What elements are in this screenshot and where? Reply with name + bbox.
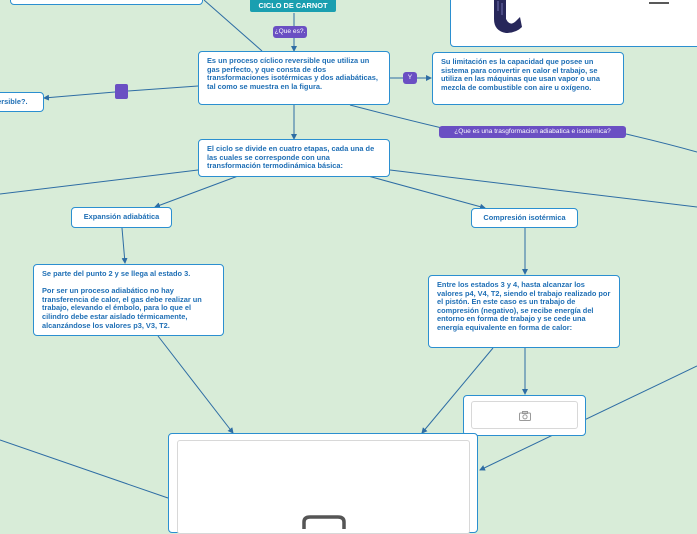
- cycle-image-frame: [177, 440, 470, 534]
- connector-chip[interactable]: [115, 84, 128, 99]
- cycle-image-node[interactable]: [168, 433, 478, 534]
- image-icon: [494, 0, 522, 33]
- adiabatic-expansion-node[interactable]: Expansión adiabática: [71, 207, 172, 228]
- connector-lines: [0, 0, 697, 499]
- reversible-node[interactable]: versible?.: [0, 92, 44, 112]
- isothermal-compression-node[interactable]: Compresión isotérmica: [471, 208, 578, 228]
- label-y[interactable]: Y: [403, 72, 417, 84]
- label-question[interactable]: ¿Que es una trasgformacion adiabatica e …: [439, 126, 626, 138]
- link-etapas-compresion: [367, 175, 486, 210]
- definition-node[interactable]: Es un proceso cíclico reversible que uti…: [198, 51, 390, 105]
- link-topleft-definicion: [203, 0, 263, 52]
- link-definicion-chip: [127, 85, 199, 92]
- link-definicion-pregunta: [349, 104, 443, 129]
- top-left-node[interactable]: [10, 0, 203, 5]
- image-placeholder-frame: [471, 401, 578, 429]
- stages-node[interactable]: El ciclo se divide en cuatro etapas, cad…: [198, 139, 390, 177]
- link-right-image: [479, 365, 697, 471]
- link-pregunta-right: [625, 133, 697, 153]
- link-expdet-image: [157, 335, 234, 434]
- limitation-node[interactable]: Su limitación es la capacidad que posee …: [432, 52, 624, 105]
- expansion-detail-node[interactable]: Se parte del punto 2 y se llega al estad…: [33, 264, 224, 336]
- scale-icon: [649, 2, 669, 4]
- image-icon: [302, 515, 346, 529]
- camera-icon: [519, 411, 531, 421]
- link-etapas-left: [0, 169, 199, 195]
- label-que-es[interactable]: ¿Que es?.: [273, 26, 307, 38]
- link-left-image: [0, 439, 169, 499]
- link-compdet-image: [421, 347, 494, 434]
- compression-detail-node[interactable]: Entre los estados 3 y 4, hasta alcanzar …: [428, 275, 620, 348]
- link-etapas-right: [389, 169, 697, 208]
- link-expansion-detalle: [121, 227, 128, 264]
- diagram-title[interactable]: CICLO DE CARNOT: [250, 0, 336, 12]
- top-right-image-node[interactable]: [450, 0, 697, 47]
- image-placeholder-node[interactable]: [463, 395, 586, 436]
- link-etapas-expansion: [154, 175, 239, 209]
- link-chip-left: [43, 91, 116, 101]
